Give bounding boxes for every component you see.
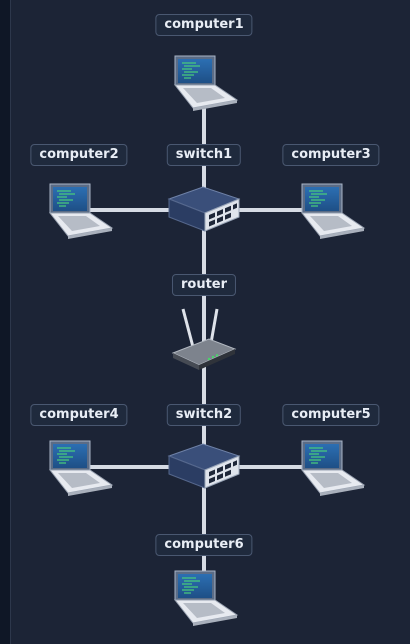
computer4-laptop-icon[interactable] [42,437,116,497]
computer1-laptop-icon[interactable] [167,52,241,112]
computer2-laptop-icon[interactable] [42,180,116,240]
node-label-router: router [171,274,237,296]
node-label-switch2: switch2 [166,404,242,426]
node-label-computer1: computer1 [155,14,253,36]
node-label-computer2: computer2 [30,144,128,166]
node-label-computer3: computer3 [282,144,380,166]
node-label-computer6: computer6 [155,534,253,556]
node-label-computer5: computer5 [282,404,380,426]
node-label-computer4: computer4 [30,404,128,426]
computer5-laptop-icon[interactable] [294,437,368,497]
node-label-switch1: switch1 [166,144,242,166]
computer6-laptop-icon[interactable] [167,567,241,627]
switch2-network-switch-icon[interactable] [167,442,241,492]
computer3-laptop-icon[interactable] [294,180,368,240]
network-topology-canvas: computer1 switch1 computer2 computer3 ro… [10,0,410,644]
switch1-network-switch-icon[interactable] [167,185,241,235]
router-wireless-router-icon[interactable] [169,307,239,377]
